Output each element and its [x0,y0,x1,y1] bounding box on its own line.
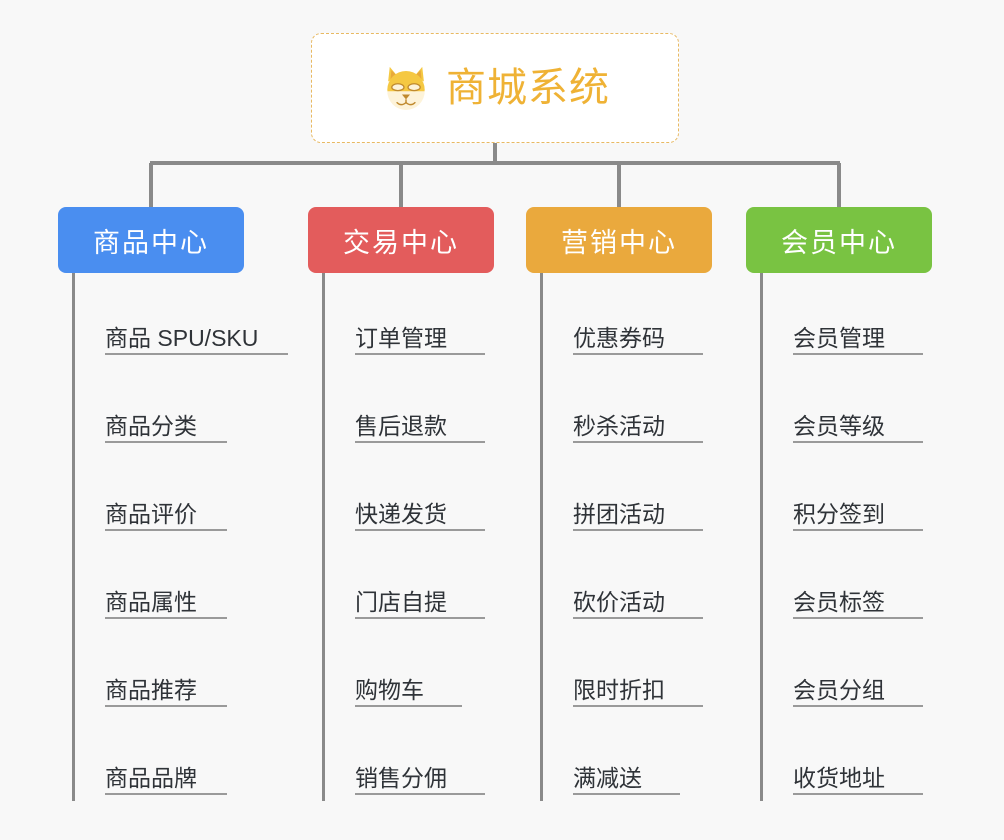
leaf-item[interactable]: 会员分组 [760,625,966,713]
leaf-item[interactable]: 砍价活动 [540,537,746,625]
leaf-list: 优惠券码 秒杀活动 拼团活动 砍价活动 限时折扣 满减送 [540,273,746,801]
leaf-item-label: 商品推荐 [105,677,227,707]
shiba-dog-face-icon [387,66,425,110]
leaf-item[interactable]: 商品属性 [72,537,278,625]
category-header-member[interactable]: 会员中心 [746,207,932,273]
leaf-item-label: 商品分类 [105,413,227,443]
category-header-label: 会员中心 [781,227,897,258]
category-header-label: 交易中心 [343,227,459,258]
leaf-item[interactable]: 销售分佣 [322,713,528,801]
leaf-item-label: 会员标签 [793,589,923,619]
leaf-item-label: 订单管理 [355,325,485,355]
leaf-item[interactable]: 秒杀活动 [540,361,746,449]
leaf-item[interactable]: 会员等级 [760,361,966,449]
category-column-member: 会员中心 会员管理 会员等级 积分签到 会员标签 会员分组 收货地址 [746,207,966,801]
leaf-item-label: 砍价活动 [573,589,703,619]
column-spine [760,273,763,801]
leaf-item-label: 售后退款 [355,413,485,443]
leaf-item-label: 拼团活动 [573,501,703,531]
category-header-marketing[interactable]: 营销中心 [526,207,712,273]
leaf-item[interactable]: 售后退款 [322,361,528,449]
leaf-item[interactable]: 优惠券码 [540,273,746,361]
leaf-item-label: 会员管理 [793,325,923,355]
column-spine [72,273,75,801]
column-spine [322,273,325,801]
leaf-item-label: 商品属性 [105,589,227,619]
leaf-item-label: 秒杀活动 [573,413,703,443]
leaf-item[interactable]: 商品评价 [72,449,278,537]
leaf-item[interactable]: 商品 SPU/SKU [72,273,289,361]
leaf-item-label: 会员分组 [793,677,923,707]
leaf-item-label: 商品 SPU/SKU [105,325,289,355]
leaf-item[interactable]: 收货地址 [760,713,966,801]
leaf-list: 会员管理 会员等级 积分签到 会员标签 会员分组 收货地址 [760,273,966,801]
leaf-item-label: 购物车 [355,677,462,707]
leaf-item[interactable]: 会员管理 [760,273,966,361]
leaf-item-label: 积分签到 [793,501,923,531]
leaf-item-label: 限时折扣 [573,677,703,707]
category-header-label: 营销中心 [561,227,677,258]
leaf-item[interactable]: 商品推荐 [72,625,278,713]
leaf-item-label: 优惠券码 [573,325,703,355]
leaf-item[interactable]: 会员标签 [760,537,966,625]
leaf-list: 商品 SPU/SKU 商品分类 商品评价 商品属性 商品推荐 商品品牌 [72,273,289,801]
leaf-item[interactable]: 购物车 [322,625,528,713]
leaf-item-label: 商品评价 [105,501,227,531]
leaf-item-label: 收货地址 [793,765,923,795]
category-column-trade: 交易中心 订单管理 售后退款 快递发货 门店自提 购物车 销售分佣 [308,207,528,801]
leaf-item-label: 门店自提 [355,589,485,619]
leaf-item[interactable]: 限时折扣 [540,625,746,713]
leaf-item[interactable]: 满减送 [540,713,746,801]
category-header-trade[interactable]: 交易中心 [308,207,494,273]
leaf-item-label: 快递发货 [355,501,485,531]
category-header-product[interactable]: 商品中心 [58,207,244,273]
root-node[interactable]: 商城系统 [311,33,679,143]
root-title: 商城系统 [446,66,610,110]
leaf-item-label: 满减送 [573,765,680,795]
leaf-item-label: 会员等级 [793,413,923,443]
leaf-item[interactable]: 快递发货 [322,449,528,537]
leaf-item[interactable]: 商品分类 [72,361,278,449]
leaf-list: 订单管理 售后退款 快递发货 门店自提 购物车 销售分佣 [322,273,528,801]
leaf-item-label: 销售分佣 [355,765,485,795]
leaf-item[interactable]: 拼团活动 [540,449,746,537]
column-spine [540,273,543,801]
category-column-product: 商品中心 商品 SPU/SKU 商品分类 商品评价 商品属性 商品推荐 商品品牌 [58,207,289,801]
leaf-item[interactable]: 门店自提 [322,537,528,625]
leaf-item-label: 商品品牌 [105,765,227,795]
category-header-label: 商品中心 [93,227,209,258]
leaf-item[interactable]: 订单管理 [322,273,528,361]
leaf-item[interactable]: 积分签到 [760,449,966,537]
category-column-marketing: 营销中心 优惠券码 秒杀活动 拼团活动 砍价活动 限时折扣 满减送 [526,207,746,801]
leaf-item[interactable]: 商品品牌 [72,713,278,801]
